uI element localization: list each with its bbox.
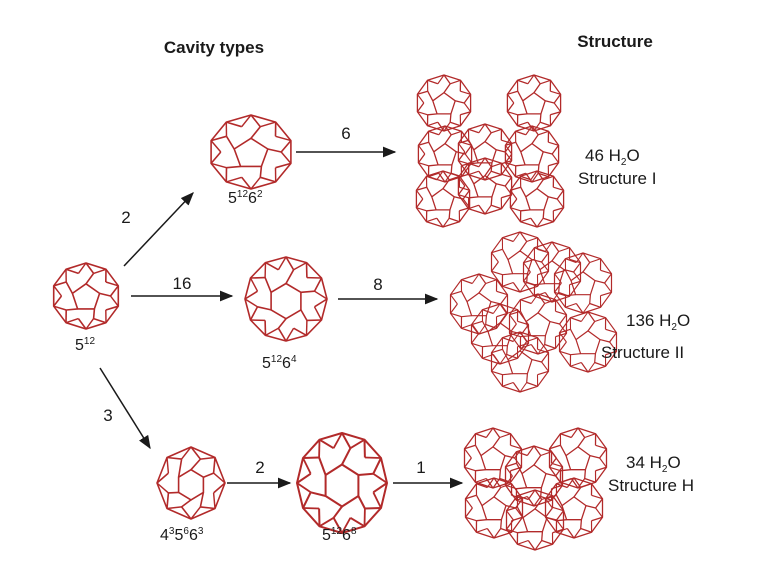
- cage-51262-icon: [210, 114, 292, 190]
- label-435663: 435663: [160, 526, 204, 544]
- structure-ii-water: 136 H2O: [626, 311, 690, 333]
- structure-i-name: Structure I: [578, 169, 656, 188]
- arrow-label-51264-to-s2: 8: [373, 275, 382, 294]
- cage-435663-icon: [156, 446, 226, 520]
- arrow-label-51262-to-s1: 6: [341, 124, 350, 143]
- structure-i-lattice-icon: [415, 74, 565, 228]
- cage-512-icon: [52, 262, 120, 330]
- arrow-label-512-to-435663: 3: [103, 406, 112, 425]
- arrow-label-512-to-51264: 16: [173, 274, 192, 293]
- arrow-label-512-to-51262: 2: [121, 208, 130, 227]
- arrow-label-51268-to-sh: 1: [416, 458, 425, 477]
- label-512: 512: [75, 336, 95, 354]
- header-cavity-types: Cavity types: [164, 38, 264, 57]
- label-51268: 51268: [322, 526, 357, 544]
- structure-i-water: 46 H2O: [585, 146, 640, 168]
- structure-ii-name: Structure II: [601, 343, 684, 362]
- header-structure: Structure: [577, 32, 653, 51]
- structure-h-name: Structure H: [608, 476, 694, 495]
- cage-51268-icon: [296, 432, 388, 534]
- structure-ii-lattice-icon: [449, 231, 618, 393]
- arrow-label-435663-to-51268: 2: [255, 458, 264, 477]
- arrow-512-to-435663: [99, 367, 151, 450]
- cage-51264-icon: [244, 256, 328, 342]
- label-51262: 51262: [228, 189, 263, 207]
- structure-h-water: 34 H2O: [626, 453, 681, 475]
- label-51264: 51264: [262, 354, 297, 372]
- structure-h-lattice-icon: [463, 427, 608, 551]
- arrow-512-to-51262: [123, 192, 194, 267]
